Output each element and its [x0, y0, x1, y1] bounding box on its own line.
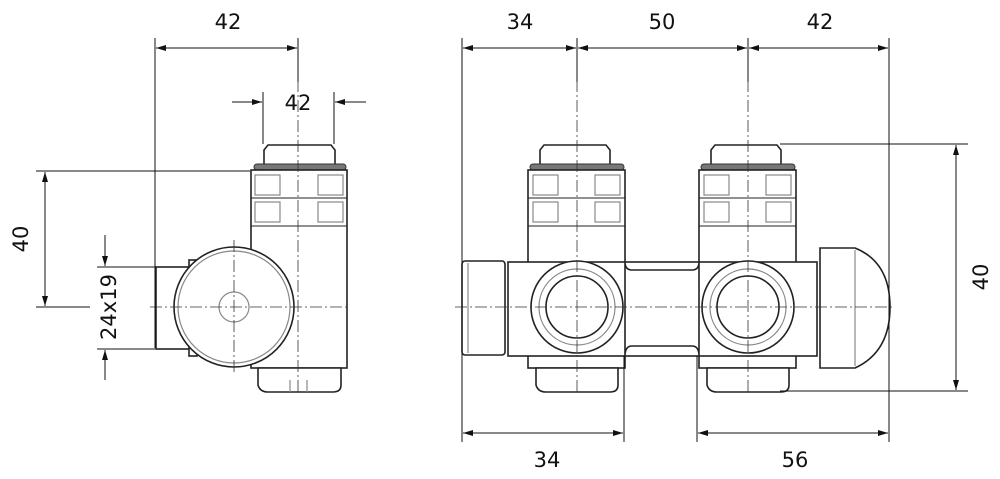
dim-side-top-width: 42	[215, 10, 242, 34]
dim-front-bottom-right: 56	[782, 448, 809, 472]
dim-side-height: 40	[9, 226, 33, 253]
dim-front-height: 40	[969, 264, 993, 291]
dim-side-connection: 24x19	[97, 274, 121, 340]
dim-front-bottom-left: 34	[534, 448, 561, 472]
dim-side-thread: 42	[285, 91, 312, 115]
side-view: 42 42 40 24x19	[9, 10, 366, 395]
dim-front-top-left: 34	[507, 10, 534, 34]
dim-front-top-right: 42	[807, 10, 834, 34]
front-view: 34 50 42 34 56 40	[455, 10, 993, 472]
dim-front-top-middle: 50	[649, 10, 676, 34]
